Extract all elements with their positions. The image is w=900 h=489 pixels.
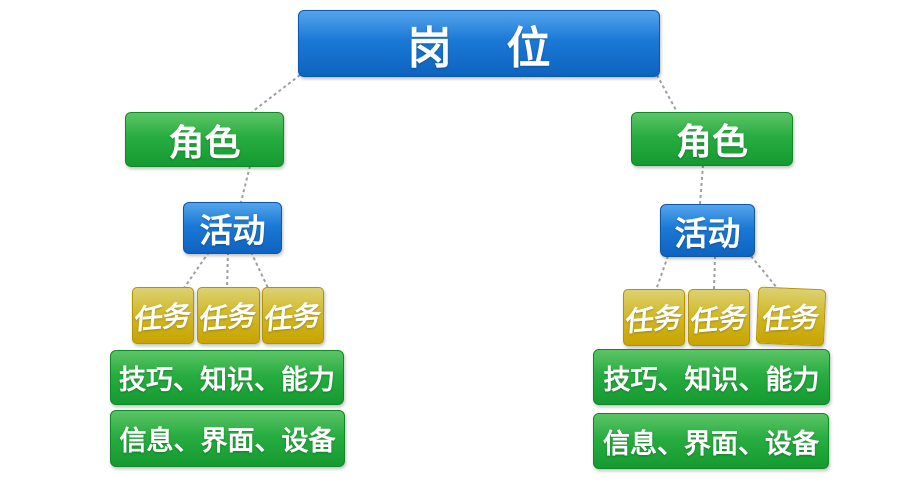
role-node-left-label: 角色 xyxy=(168,121,241,163)
task-node-label: 任务 xyxy=(689,301,749,337)
position-node-label: 岗位 xyxy=(407,23,606,73)
activity-node-left-label: 活动 xyxy=(199,212,266,249)
resources-node-left-label: 信息、界面、设备 xyxy=(119,426,336,456)
task-node: 任务 xyxy=(755,286,827,347)
role-node-right-label: 角色 xyxy=(675,121,748,162)
skills-node-right: 技巧、知识、能力 xyxy=(593,349,830,405)
resources-node-right: 信息、界面、设备 xyxy=(593,413,829,469)
position-node: 岗位 xyxy=(298,10,660,77)
skills-node-left-label: 技巧、知识、能力 xyxy=(119,365,335,395)
task-node-label: 任务 xyxy=(760,301,822,335)
task-node: 任务 xyxy=(688,289,750,346)
task-node: 任务 xyxy=(197,287,260,344)
activity-node-right-label: 活动 xyxy=(674,214,741,252)
activity-node-left: 活动 xyxy=(183,202,282,254)
task-node: 任务 xyxy=(132,287,194,344)
activity-node-right: 活动 xyxy=(660,204,755,257)
task-node: 任务 xyxy=(262,287,324,344)
role-node-left: 角色 xyxy=(125,112,284,167)
task-node-label: 任务 xyxy=(133,299,193,335)
task-node: 任务 xyxy=(623,289,685,346)
task-node-label: 任务 xyxy=(198,299,259,335)
role-node-right: 角色 xyxy=(631,112,793,166)
task-node-label: 任务 xyxy=(624,301,684,337)
skills-node-left: 技巧、知识、能力 xyxy=(110,350,344,405)
skills-node-right-label: 技巧、知识、能力 xyxy=(603,364,820,395)
task-node-label: 任务 xyxy=(263,299,323,335)
resources-node-left: 信息、界面、设备 xyxy=(110,410,345,467)
resources-node-right-label: 信息、界面、设备 xyxy=(603,428,819,459)
